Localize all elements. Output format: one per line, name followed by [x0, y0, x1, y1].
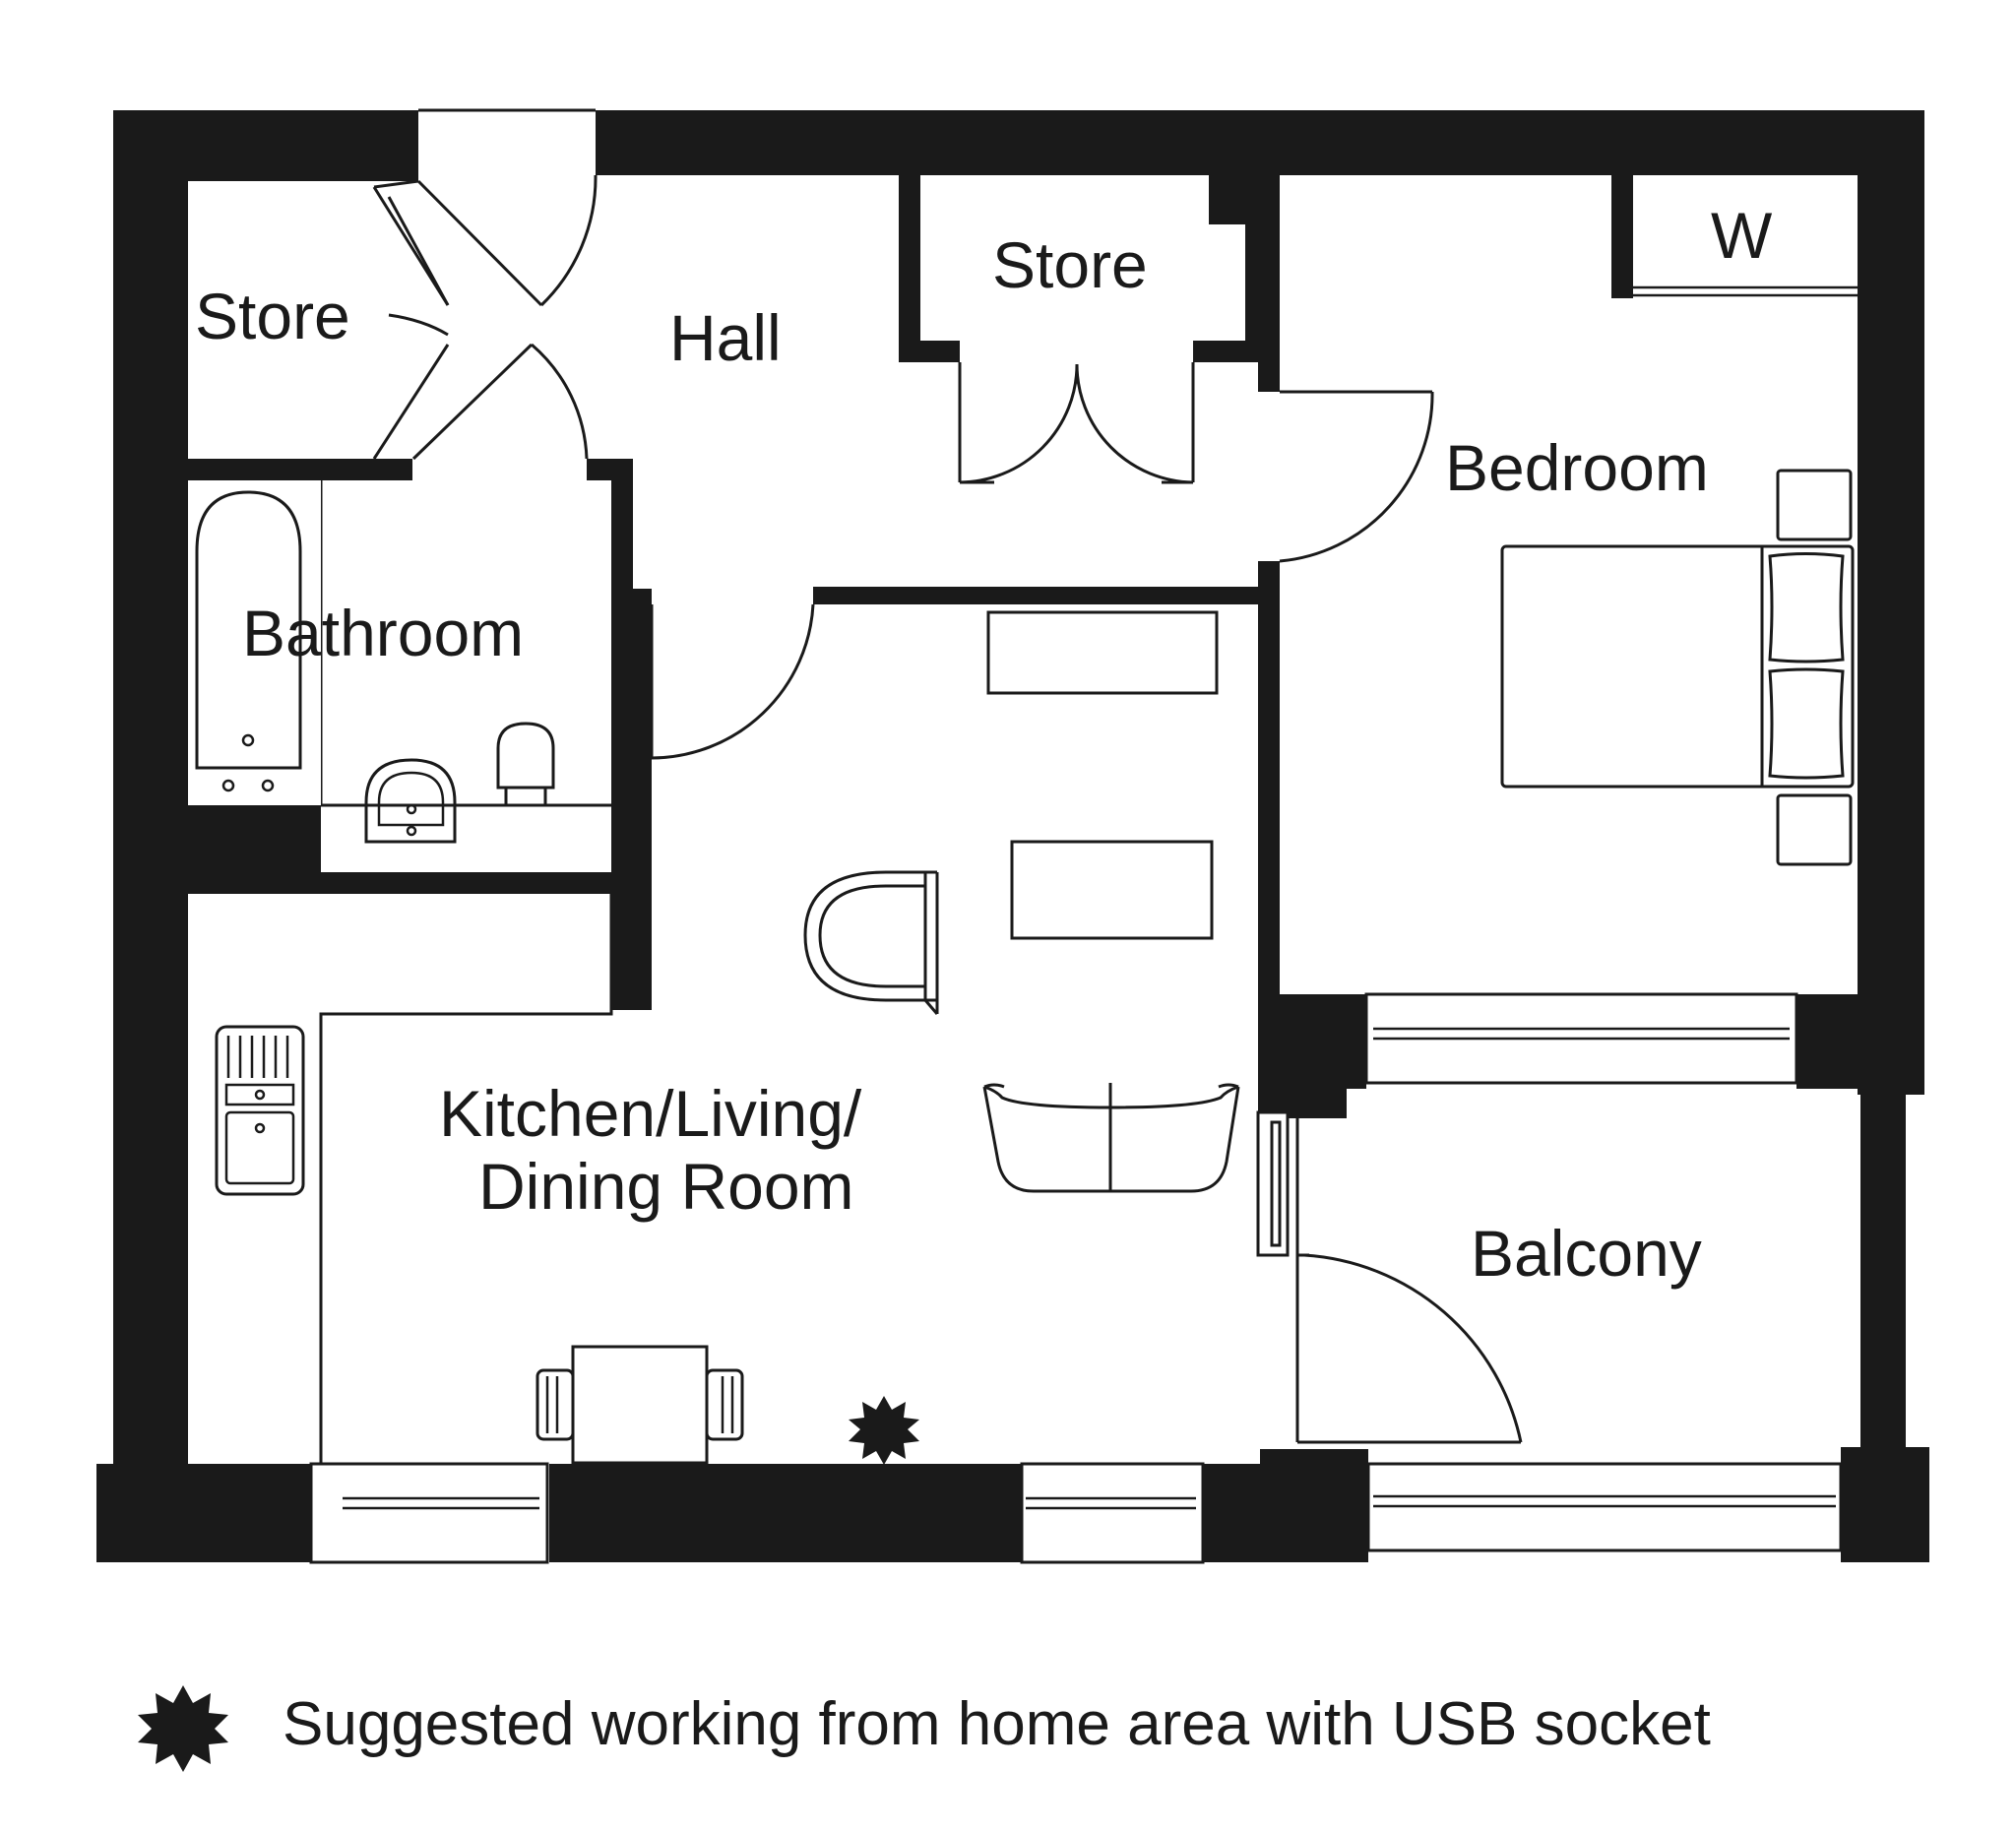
walls — [96, 110, 1929, 1562]
dining-set — [536, 1345, 744, 1465]
label-balcony: Balcony — [1471, 1217, 1702, 1290]
label-hall: Hall — [669, 301, 782, 374]
fixtures — [188, 469, 1855, 1465]
starburst-icon — [138, 1685, 228, 1772]
label-kitchen-line2: Dining Room — [478, 1150, 854, 1223]
label-store-left: Store — [195, 280, 350, 352]
sofa — [982, 1083, 1240, 1193]
work-area-starburst-icon — [849, 1396, 919, 1465]
bedside-table-bottom — [1776, 793, 1853, 866]
bathtub — [188, 480, 321, 805]
tv-unit — [986, 610, 1219, 695]
label-store-mid: Store — [992, 228, 1148, 301]
label-wardrobe: W — [1711, 199, 1773, 272]
doors — [372, 174, 1523, 1443]
label-bedroom: Bedroom — [1445, 431, 1709, 504]
double-bed — [1500, 544, 1855, 789]
legend: Suggested working from home area with US… — [138, 1685, 1711, 1772]
bedside-table-top — [1776, 469, 1853, 541]
kitchen-sink — [215, 1025, 305, 1196]
toilet — [496, 722, 555, 807]
coffee-table — [1010, 840, 1214, 940]
armchair — [803, 870, 939, 1015]
label-kitchen-line1: Kitchen/Living/ — [439, 1077, 862, 1150]
label-bathroom: Bathroom — [242, 597, 524, 669]
washbasin — [364, 758, 457, 844]
legend-text: Suggested working from home area with US… — [283, 1690, 1711, 1758]
